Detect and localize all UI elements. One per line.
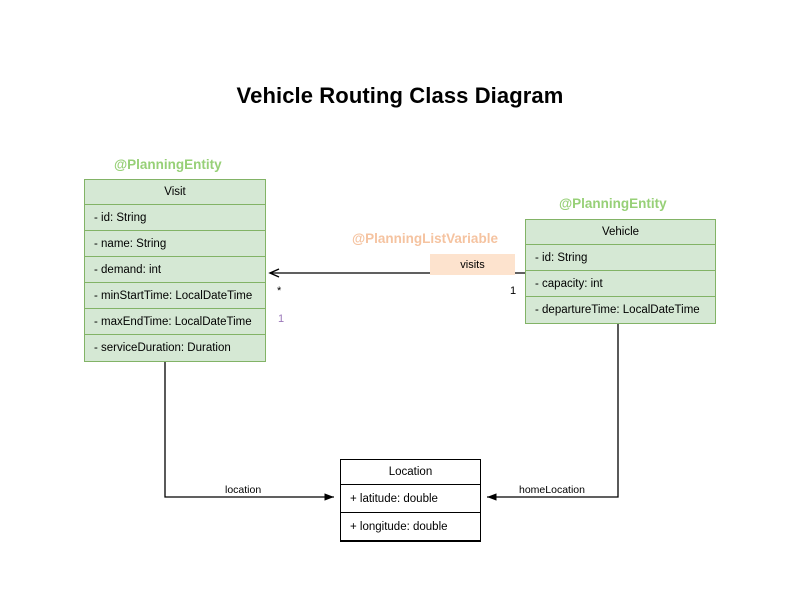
class-attribute: - serviceDuration: Duration — [94, 342, 231, 354]
class-box-vehicle[interactable]: Vehicle - id: String - capacity: int - d… — [525, 219, 716, 324]
stereotype-visit: @PlanningEntity — [114, 157, 222, 172]
class-attribute: - departureTime: LocalDateTime — [535, 304, 700, 316]
class-name-location: Location — [341, 460, 480, 485]
class-box-visit[interactable]: Visit - id: String - name: String - dema… — [84, 179, 266, 362]
edge-visit-location — [164, 362, 334, 501]
class-attribute: - maxEndTime: LocalDateTime — [85, 309, 265, 335]
association-label-location: location — [222, 484, 265, 496]
class-attribute: - capacity: int — [526, 271, 715, 297]
class-attribute: + latitude: double — [341, 485, 480, 513]
multiplicity-extra: 1 — [278, 313, 285, 325]
class-attribute: - id: String — [526, 245, 715, 271]
class-name-vehicle: Vehicle — [526, 220, 715, 245]
class-attribute: - id: String — [85, 205, 265, 231]
edge-vehicle-homelocation — [487, 323, 619, 501]
multiplicity-visit-side: * — [277, 285, 282, 297]
page-title: Vehicle Routing Class Diagram — [236, 83, 564, 108]
stereotype-planning-list-variable: @PlanningListVariable — [352, 231, 498, 246]
class-attribute: + longitude: double — [341, 513, 480, 541]
association-label-visits[interactable]: visits — [430, 254, 515, 275]
class-attribute: - minStartTime: LocalDateTime — [85, 283, 265, 309]
class-attribute: - name: String — [85, 231, 265, 257]
class-box-location[interactable]: Location + latitude: double + longitude:… — [340, 459, 481, 542]
multiplicity-vehicle-side: 1 — [510, 285, 517, 297]
class-name-visit: Visit — [85, 180, 265, 205]
stereotype-vehicle: @PlanningEntity — [559, 196, 667, 211]
association-label-homelocation: homeLocation — [516, 484, 588, 496]
class-attribute: - demand: int — [85, 257, 265, 283]
